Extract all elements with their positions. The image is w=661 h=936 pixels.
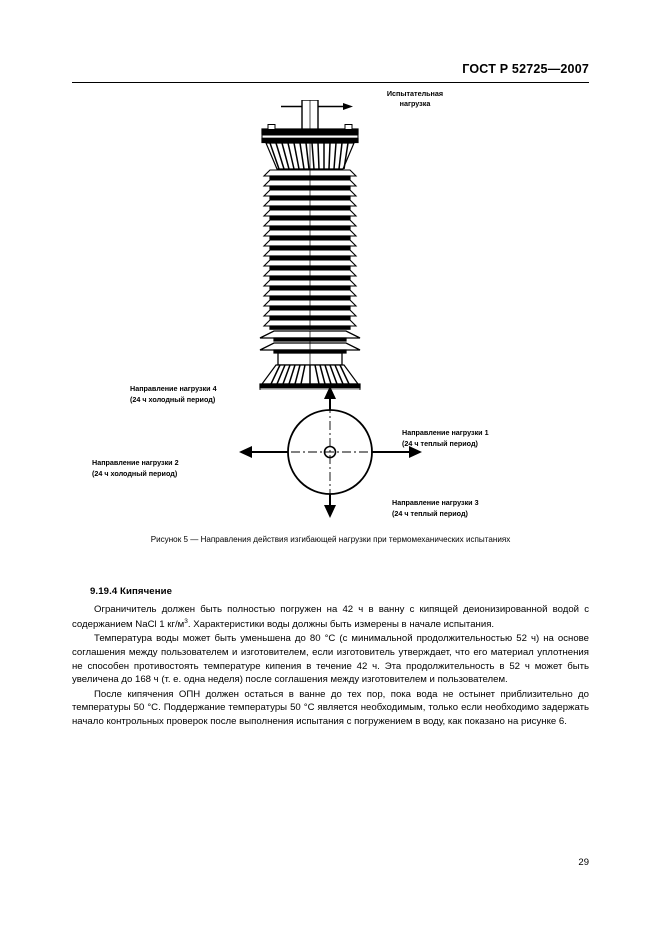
direction-1-label: Направление нагрузки 1 (24 ч теплый пери… bbox=[402, 428, 489, 450]
insulator-sheds bbox=[262, 169, 358, 330]
page-number: 29 bbox=[578, 857, 589, 868]
paragraph-1-superscript: 3 bbox=[184, 617, 188, 625]
arrow-direction-3 bbox=[324, 494, 336, 518]
paragraph-1-part-a: Ограничитель должен быть полностью погру… bbox=[72, 604, 589, 630]
load-direction-graphic bbox=[239, 386, 422, 518]
surge-arrester-drawing bbox=[259, 100, 361, 390]
paragraph-boiling-immersion: Ограничитель должен быть полностью погру… bbox=[72, 603, 589, 631]
direction-2-line-1: Направление нагрузки 2 bbox=[92, 458, 179, 467]
figure-5-caption: Рисунок 5 — Направления действия изгибаю… bbox=[150, 535, 511, 544]
paragraph-1-part-b: . Характеристики воды должны быть измере… bbox=[187, 618, 495, 630]
body-content: 9.19.4 Кипячение Ограничитель должен быт… bbox=[72, 586, 589, 730]
direction-1-line-1: Направление нагрузки 1 bbox=[402, 428, 489, 437]
header-divider bbox=[72, 82, 589, 83]
test-load-callout-line-2: нагрузка bbox=[399, 99, 431, 109]
direction-3-line-2: (24 ч теплый период) bbox=[392, 508, 468, 518]
direction-3-label: Направление нагрузки 3 (24 ч теплый пери… bbox=[392, 498, 479, 520]
section-heading-9-19-4: 9.19.4 Кипячение bbox=[90, 586, 173, 597]
direction-2-label: Направление нагрузки 2 (24 ч холодный пе… bbox=[92, 458, 179, 480]
direction-4-line-2: (24 ч холодный период) bbox=[130, 394, 216, 404]
load-direction-diagram: Направление нагрузки 4 (24 ч холодный пе… bbox=[72, 382, 589, 522]
top-stem bbox=[301, 100, 319, 131]
paragraph-post-boiling-cooldown: После кипячения ОПН должен остаться в ва… bbox=[72, 688, 589, 728]
lower-cone-hatched bbox=[260, 364, 360, 385]
bottom-flange bbox=[259, 383, 361, 390]
center-point bbox=[323, 445, 337, 459]
direction-4-line-1: Направление нагрузки 4 bbox=[130, 384, 217, 393]
test-load-callout-line-1: Испытательная bbox=[386, 89, 444, 98]
direction-2-line-2: (24 ч холодный период) bbox=[92, 468, 178, 478]
direction-1-line-2: (24 ч теплый период) bbox=[402, 438, 478, 448]
arrow-direction-1 bbox=[372, 446, 422, 458]
direction-4-label: Направление нагрузки 4 (24 ч холодный пе… bbox=[130, 384, 217, 406]
lower-skirts bbox=[259, 330, 361, 354]
figure-5: Испытательная нагрузка bbox=[72, 86, 589, 556]
paragraph-temperature-reduction: Температура воды может быть уменьшена до… bbox=[72, 633, 589, 686]
page-header-standard-number: ГОСТ Р 52725—2007 bbox=[462, 62, 589, 76]
direction-3-line-1: Направление нагрузки 3 bbox=[392, 498, 479, 507]
arrow-direction-4 bbox=[324, 386, 336, 410]
base-neck bbox=[277, 352, 343, 366]
upper-cone-hatched bbox=[265, 142, 355, 170]
arrow-direction-2 bbox=[239, 446, 288, 458]
test-load-callout-label: Испытательная нагрузка bbox=[355, 89, 475, 110]
